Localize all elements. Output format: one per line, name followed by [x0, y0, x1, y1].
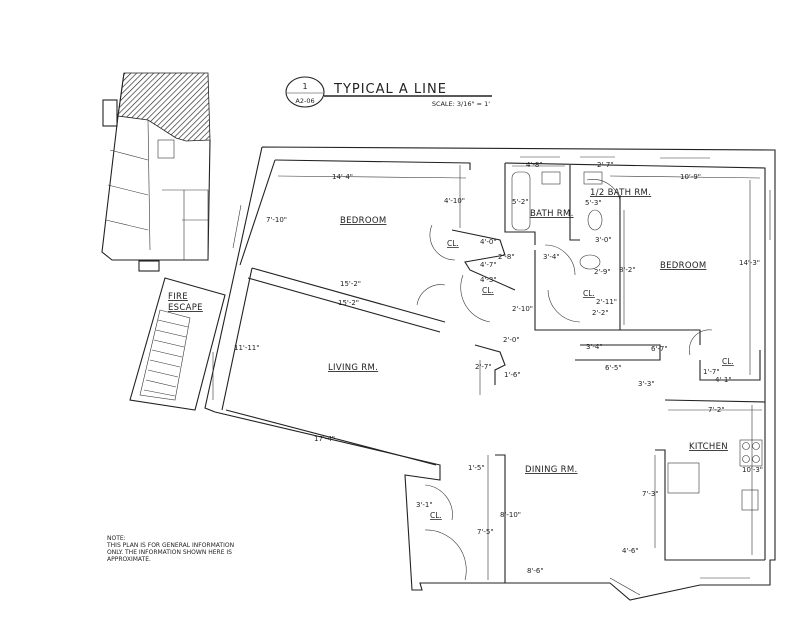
plan-note: NOTE: THIS PLAN IS FOR GENERAL INFORMATI… [106, 535, 234, 563]
dimension-label: 6'-5" [605, 364, 622, 372]
plan-scale: SCALE: 3/16" = 1' [432, 100, 490, 108]
closet-label: CL. [583, 289, 595, 298]
dimension-label: 3'-0" [595, 236, 612, 244]
dimension-label: 1'-7" [703, 368, 720, 376]
dimension-label: 8'-2" [619, 266, 636, 274]
room-label-kitchen: KITCHEN [689, 442, 728, 452]
note-line: APPROXIMATE. [107, 556, 151, 563]
dimension-label: 7'-5" [477, 528, 494, 536]
sheet-number: A2-06 [295, 97, 314, 105]
closet-label: CL. [482, 286, 494, 295]
dimension-label: 15'-2" [340, 280, 361, 288]
room-label-dining: DINING RM. [525, 465, 578, 475]
detail-bubble [285, 76, 325, 108]
dimension-label: 7'-2" [708, 406, 725, 414]
dimension-label: 7'-3" [642, 490, 659, 498]
dimension-label: 4'-8" [526, 161, 543, 169]
dimension-label: 14'-4" [332, 173, 353, 181]
dimension-label: 4'-7" [480, 261, 497, 269]
dimension-label: 3'-1" [416, 501, 433, 509]
dimension-label: 4'-10" [444, 197, 465, 205]
sink [583, 171, 603, 185]
dimension-label: 4'-0" [480, 238, 497, 246]
dimension-label: 8'-6" [527, 567, 544, 575]
stove [739, 439, 763, 467]
dimension-label: 3'-3" [638, 380, 655, 388]
room-labels: BEDROOM LIVING RM. BATH RM. 1/2 BATH RM.… [328, 188, 734, 520]
dimension-label: 3'-4" [543, 253, 560, 261]
dimension-label: 2'-8" [498, 253, 515, 261]
dimension-label: 4'-1" [715, 376, 732, 384]
room-label-bath: BATH RM. [530, 209, 574, 219]
kitchen-sink [741, 489, 759, 511]
fixtures [511, 171, 763, 511]
key-plan [101, 72, 211, 272]
dimension-label: 4'-3" [480, 276, 497, 284]
room-label-half-bath: 1/2 BATH RM. [590, 188, 651, 198]
toilet [587, 209, 603, 231]
title-block: 1 A2-06 TYPICAL A LINE SCALE: 3/16" = 1' [285, 76, 492, 108]
dimension-label: 2'-7" [475, 363, 492, 371]
dimension-label: 17'-4" [314, 435, 335, 443]
dimension-label: 10'-9" [680, 173, 701, 181]
doors [416, 179, 713, 581]
dimension-label: 10'-3" [742, 466, 763, 474]
dimension-label: 8'-10" [500, 511, 521, 519]
dimensions: 14'-4" 4'-10" 7'-10" 15'-2" 15'-2" 11'-1… [234, 161, 763, 580]
dimension-label: 14'-3" [739, 259, 760, 267]
bathtub [511, 171, 531, 231]
dimension-label: 2'-9" [594, 268, 611, 276]
sink [541, 171, 561, 185]
toilet [579, 254, 601, 270]
dimension-label: 7'-10" [266, 216, 287, 224]
note-heading: NOTE: [107, 535, 126, 542]
dimension-label: 11'-11" [234, 344, 259, 352]
dimension-label: 6'-7" [651, 345, 668, 353]
fire-escape-label-line2: ESCAPE [168, 303, 203, 313]
room-label-living: LIVING RM. [328, 363, 378, 373]
closet-label: CL. [722, 357, 734, 366]
dimension-label: 3'-4" [586, 343, 603, 351]
fire-escape-label-line1: FIRE [168, 292, 188, 302]
dimension-label: 2'-2" [592, 309, 609, 317]
dimension-label: 5'-3" [585, 199, 602, 207]
dimension-label: 2'-7" [597, 161, 614, 169]
fire-escape: FIRE ESCAPE [129, 277, 226, 411]
walls [204, 146, 776, 601]
detail-number: 1 [302, 82, 307, 91]
dimension-label: 1'-6" [504, 371, 521, 379]
plan-title: TYPICAL A LINE [333, 82, 447, 97]
room-label-bedroom: BEDROOM [340, 216, 386, 226]
closet-label: CL. [430, 511, 442, 520]
dimension-label: 4'-6" [622, 547, 639, 555]
closet-label: CL. [447, 239, 459, 248]
kitchen-island [667, 462, 700, 494]
dimension-label: 5'-2" [512, 198, 529, 206]
dimension-label: 2'-11" [596, 298, 617, 306]
note-line: ONLY. THE INFORMATION SHOWN HERE IS [107, 549, 232, 556]
dimension-label: 2'-0" [503, 336, 520, 344]
dimension-label: 2'-10" [512, 305, 533, 313]
note-line: THIS PLAN IS FOR GENERAL INFORMATION [106, 542, 234, 549]
dimension-label: 15'-2" [338, 299, 359, 307]
dimension-label: 1'-5" [468, 464, 485, 472]
room-label-bedroom-2: BEDROOM [660, 261, 706, 271]
